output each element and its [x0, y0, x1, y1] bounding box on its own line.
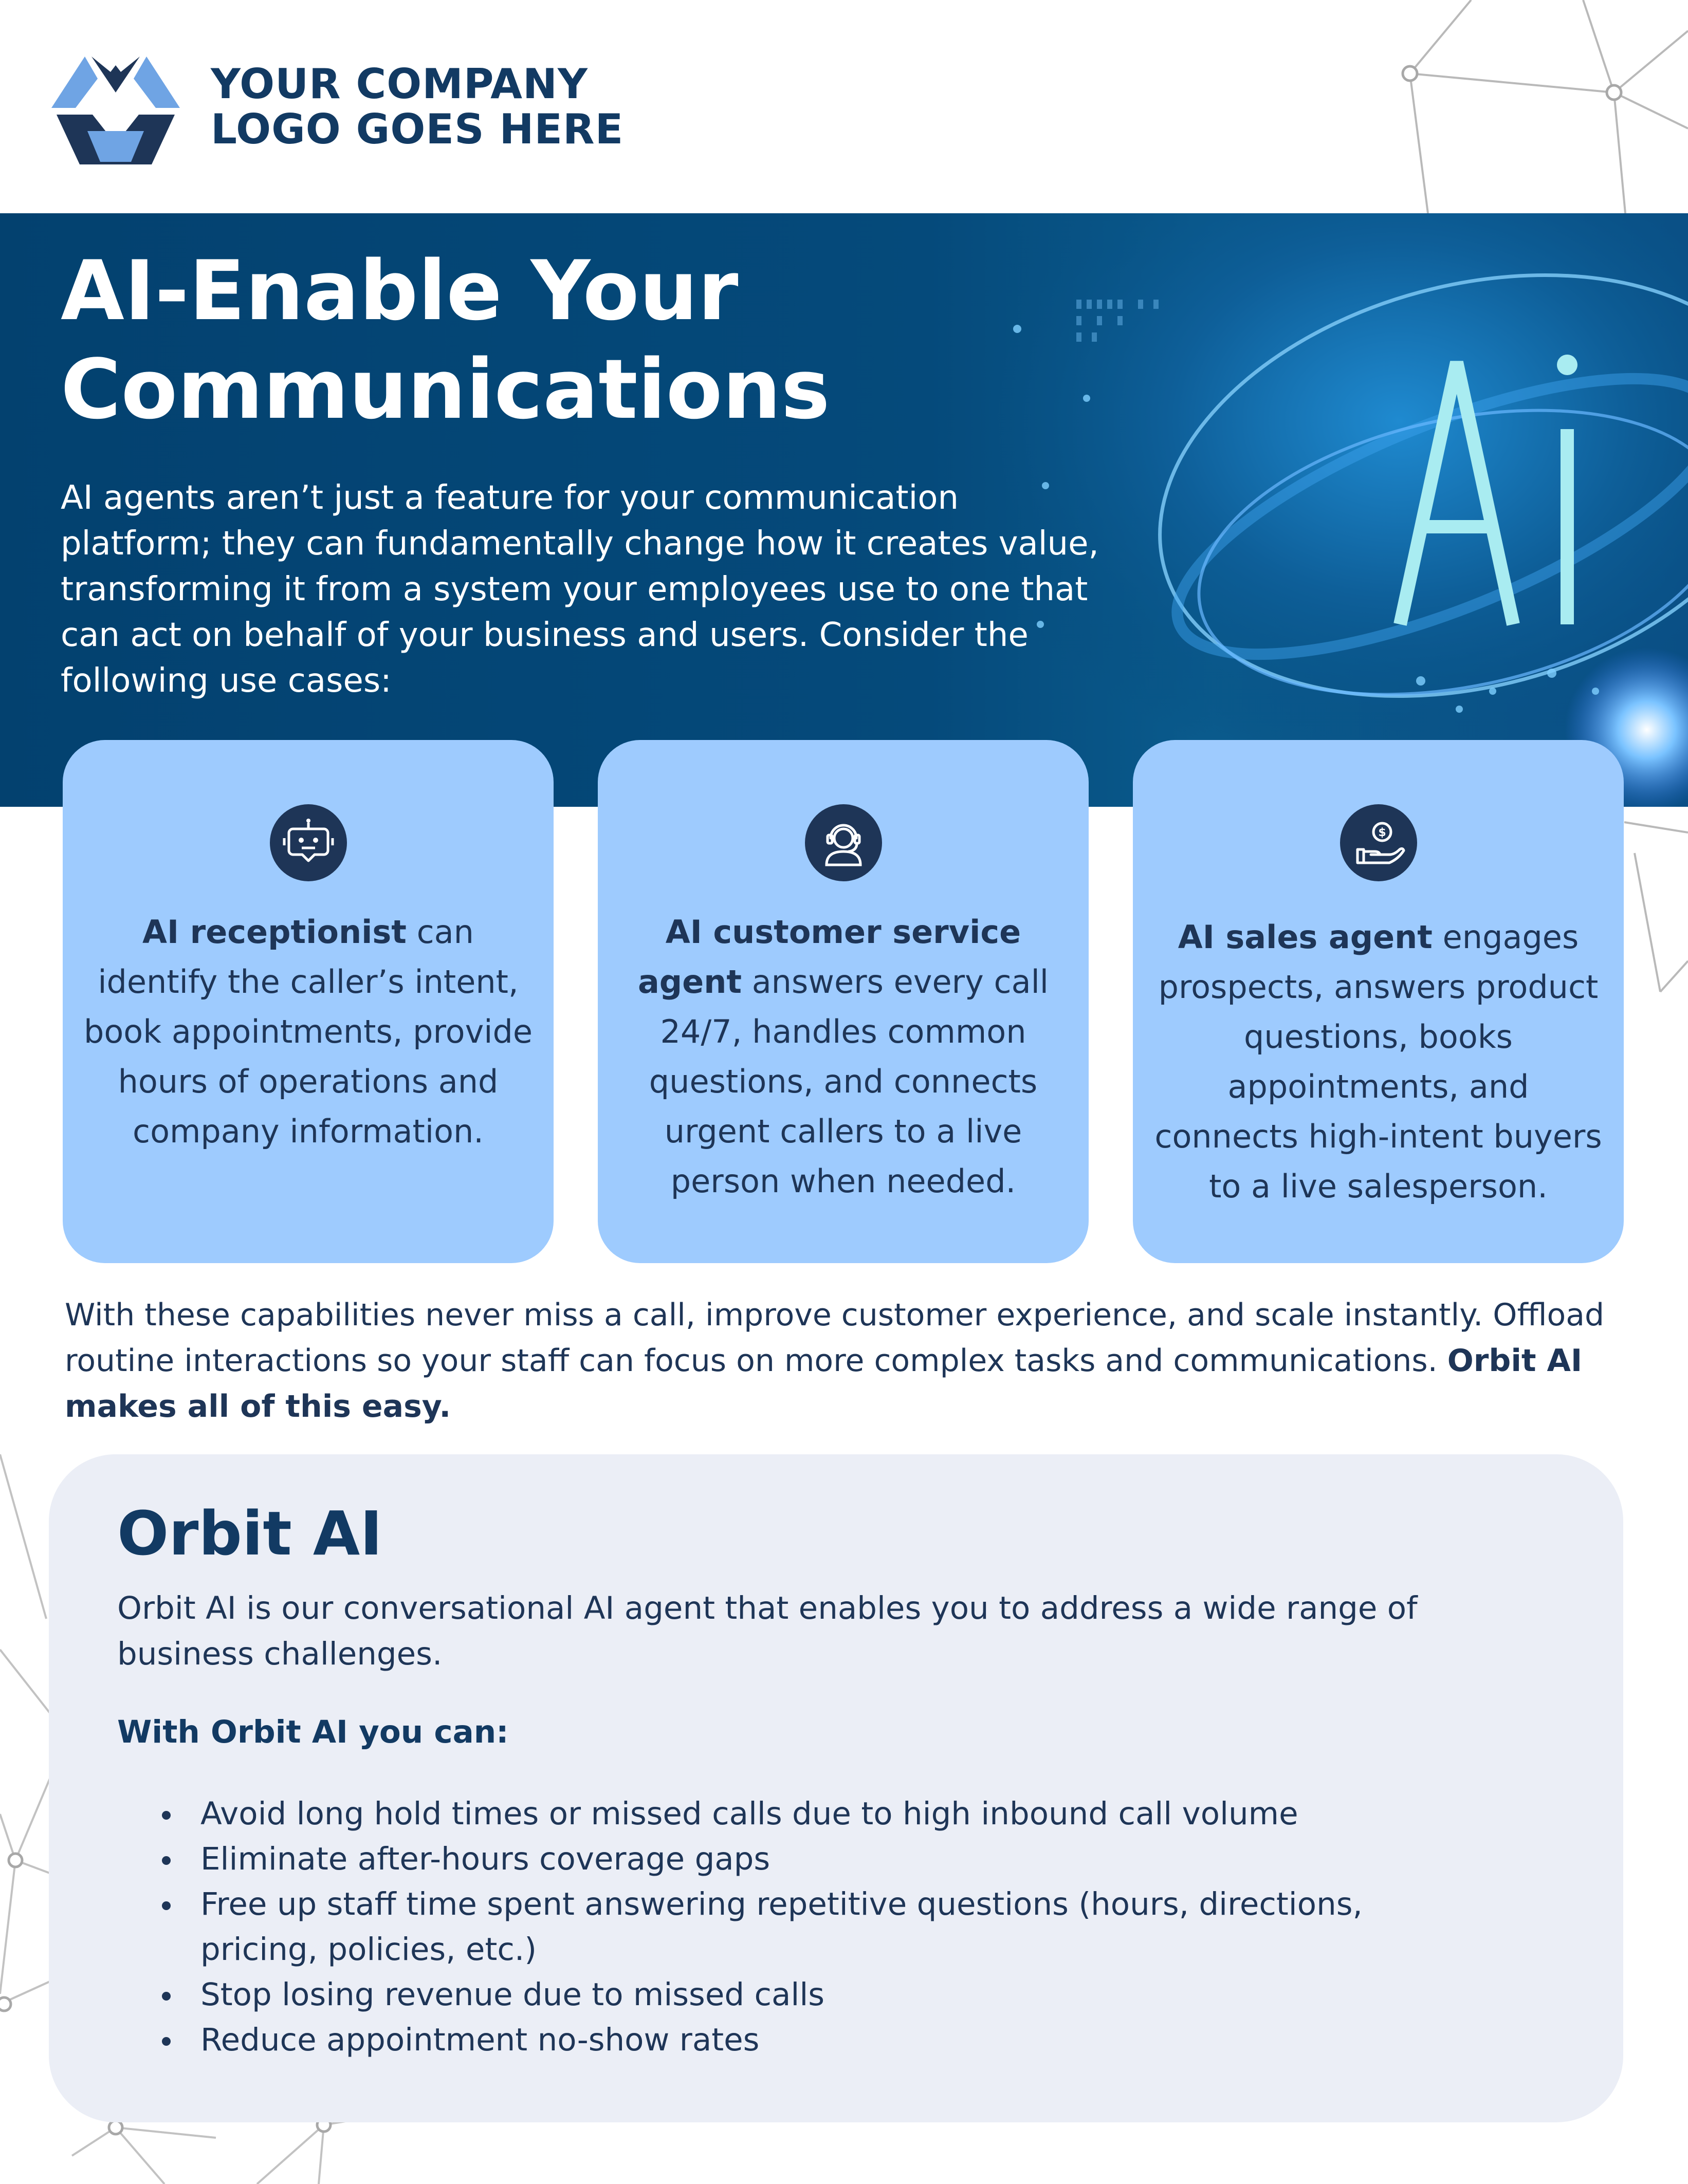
- list-item: Stop losing revenue due to missed calls: [162, 1972, 1447, 2018]
- network-lines-decoration: [0, 1454, 57, 2012]
- hero-banner: [0, 213, 1688, 807]
- card-description: AI sales agent engages prospects, answer…: [1153, 912, 1603, 1211]
- card-body: engages prospects, answers product quest…: [1154, 918, 1602, 1205]
- card-body: can identify the caller’s intent, book a…: [84, 913, 533, 1150]
- hand-money-icon: $: [1340, 804, 1417, 881]
- hero-title-line-2: Communications: [61, 341, 830, 437]
- use-case-card-sales: $ AI sales agent engages prospects, answ…: [1133, 740, 1624, 1263]
- triangle-logo-icon: [51, 57, 180, 164]
- list-item: Free up staff time spent answering repet…: [162, 1882, 1447, 1972]
- ai-glow-illustration: [927, 213, 1688, 807]
- chatbot-icon: [269, 804, 347, 881]
- capabilities-paragraph: With these capabilities never miss a cal…: [65, 1292, 1632, 1430]
- network-lines-decoration: [1401, 0, 1688, 214]
- orbit-ai-panel: [49, 1454, 1623, 2122]
- company-logo-text: YOUR COMPANY LOGO GOES HERE: [211, 62, 623, 152]
- hero-title-line-1: AI-Enable Your: [61, 243, 739, 339]
- list-item: Eliminate after-hours coverage gaps: [162, 1837, 1447, 1882]
- headset-agent-icon: [804, 804, 882, 881]
- list-item: Avoid long hold times or missed calls du…: [162, 1791, 1447, 1837]
- capabilities-emphasis: Orbit AI makes all of this easy.: [65, 1343, 1583, 1424]
- logo-line-1: YOUR COMPANY: [211, 60, 588, 108]
- card-body: answers every call 24/7, handles common …: [649, 963, 1049, 1200]
- hero-title: AI-Enable Your Communications: [61, 242, 934, 439]
- orbit-ai-subheading: With Orbit AI you can:: [117, 1714, 509, 1750]
- logo-line-2: LOGO GOES HERE: [211, 105, 624, 153]
- card-title: AI customer service agent: [637, 913, 1021, 1001]
- network-lines-decoration: [1624, 821, 1688, 993]
- card-description: AI customer service agent answers every …: [618, 907, 1068, 1206]
- list-item: Reduce appointment no-show rates: [162, 2018, 1447, 2063]
- orbit-ai-description: Orbit AI is our conversational AI agent …: [117, 1590, 1418, 1672]
- svg-text:$: $: [1378, 826, 1386, 839]
- card-description: AI receptionist can identify the caller’…: [83, 907, 533, 1156]
- hero-intro-text: AI agents aren’t just a feature for your…: [61, 479, 1099, 700]
- card-title: AI sales agent: [1178, 918, 1433, 956]
- capabilities-text: With these capabilities never miss a cal…: [65, 1297, 1605, 1379]
- card-title: AI receptionist: [142, 913, 407, 951]
- use-case-card-customer-service: AI customer service agent answers every …: [598, 740, 1089, 1263]
- orbit-ai-heading: Orbit AI: [117, 1498, 383, 1569]
- orbit-ai-benefits-list: Avoid long hold times or missed calls du…: [162, 1791, 1447, 2063]
- use-case-card-receptionist: AI receptionist can identify the caller’…: [63, 740, 554, 1263]
